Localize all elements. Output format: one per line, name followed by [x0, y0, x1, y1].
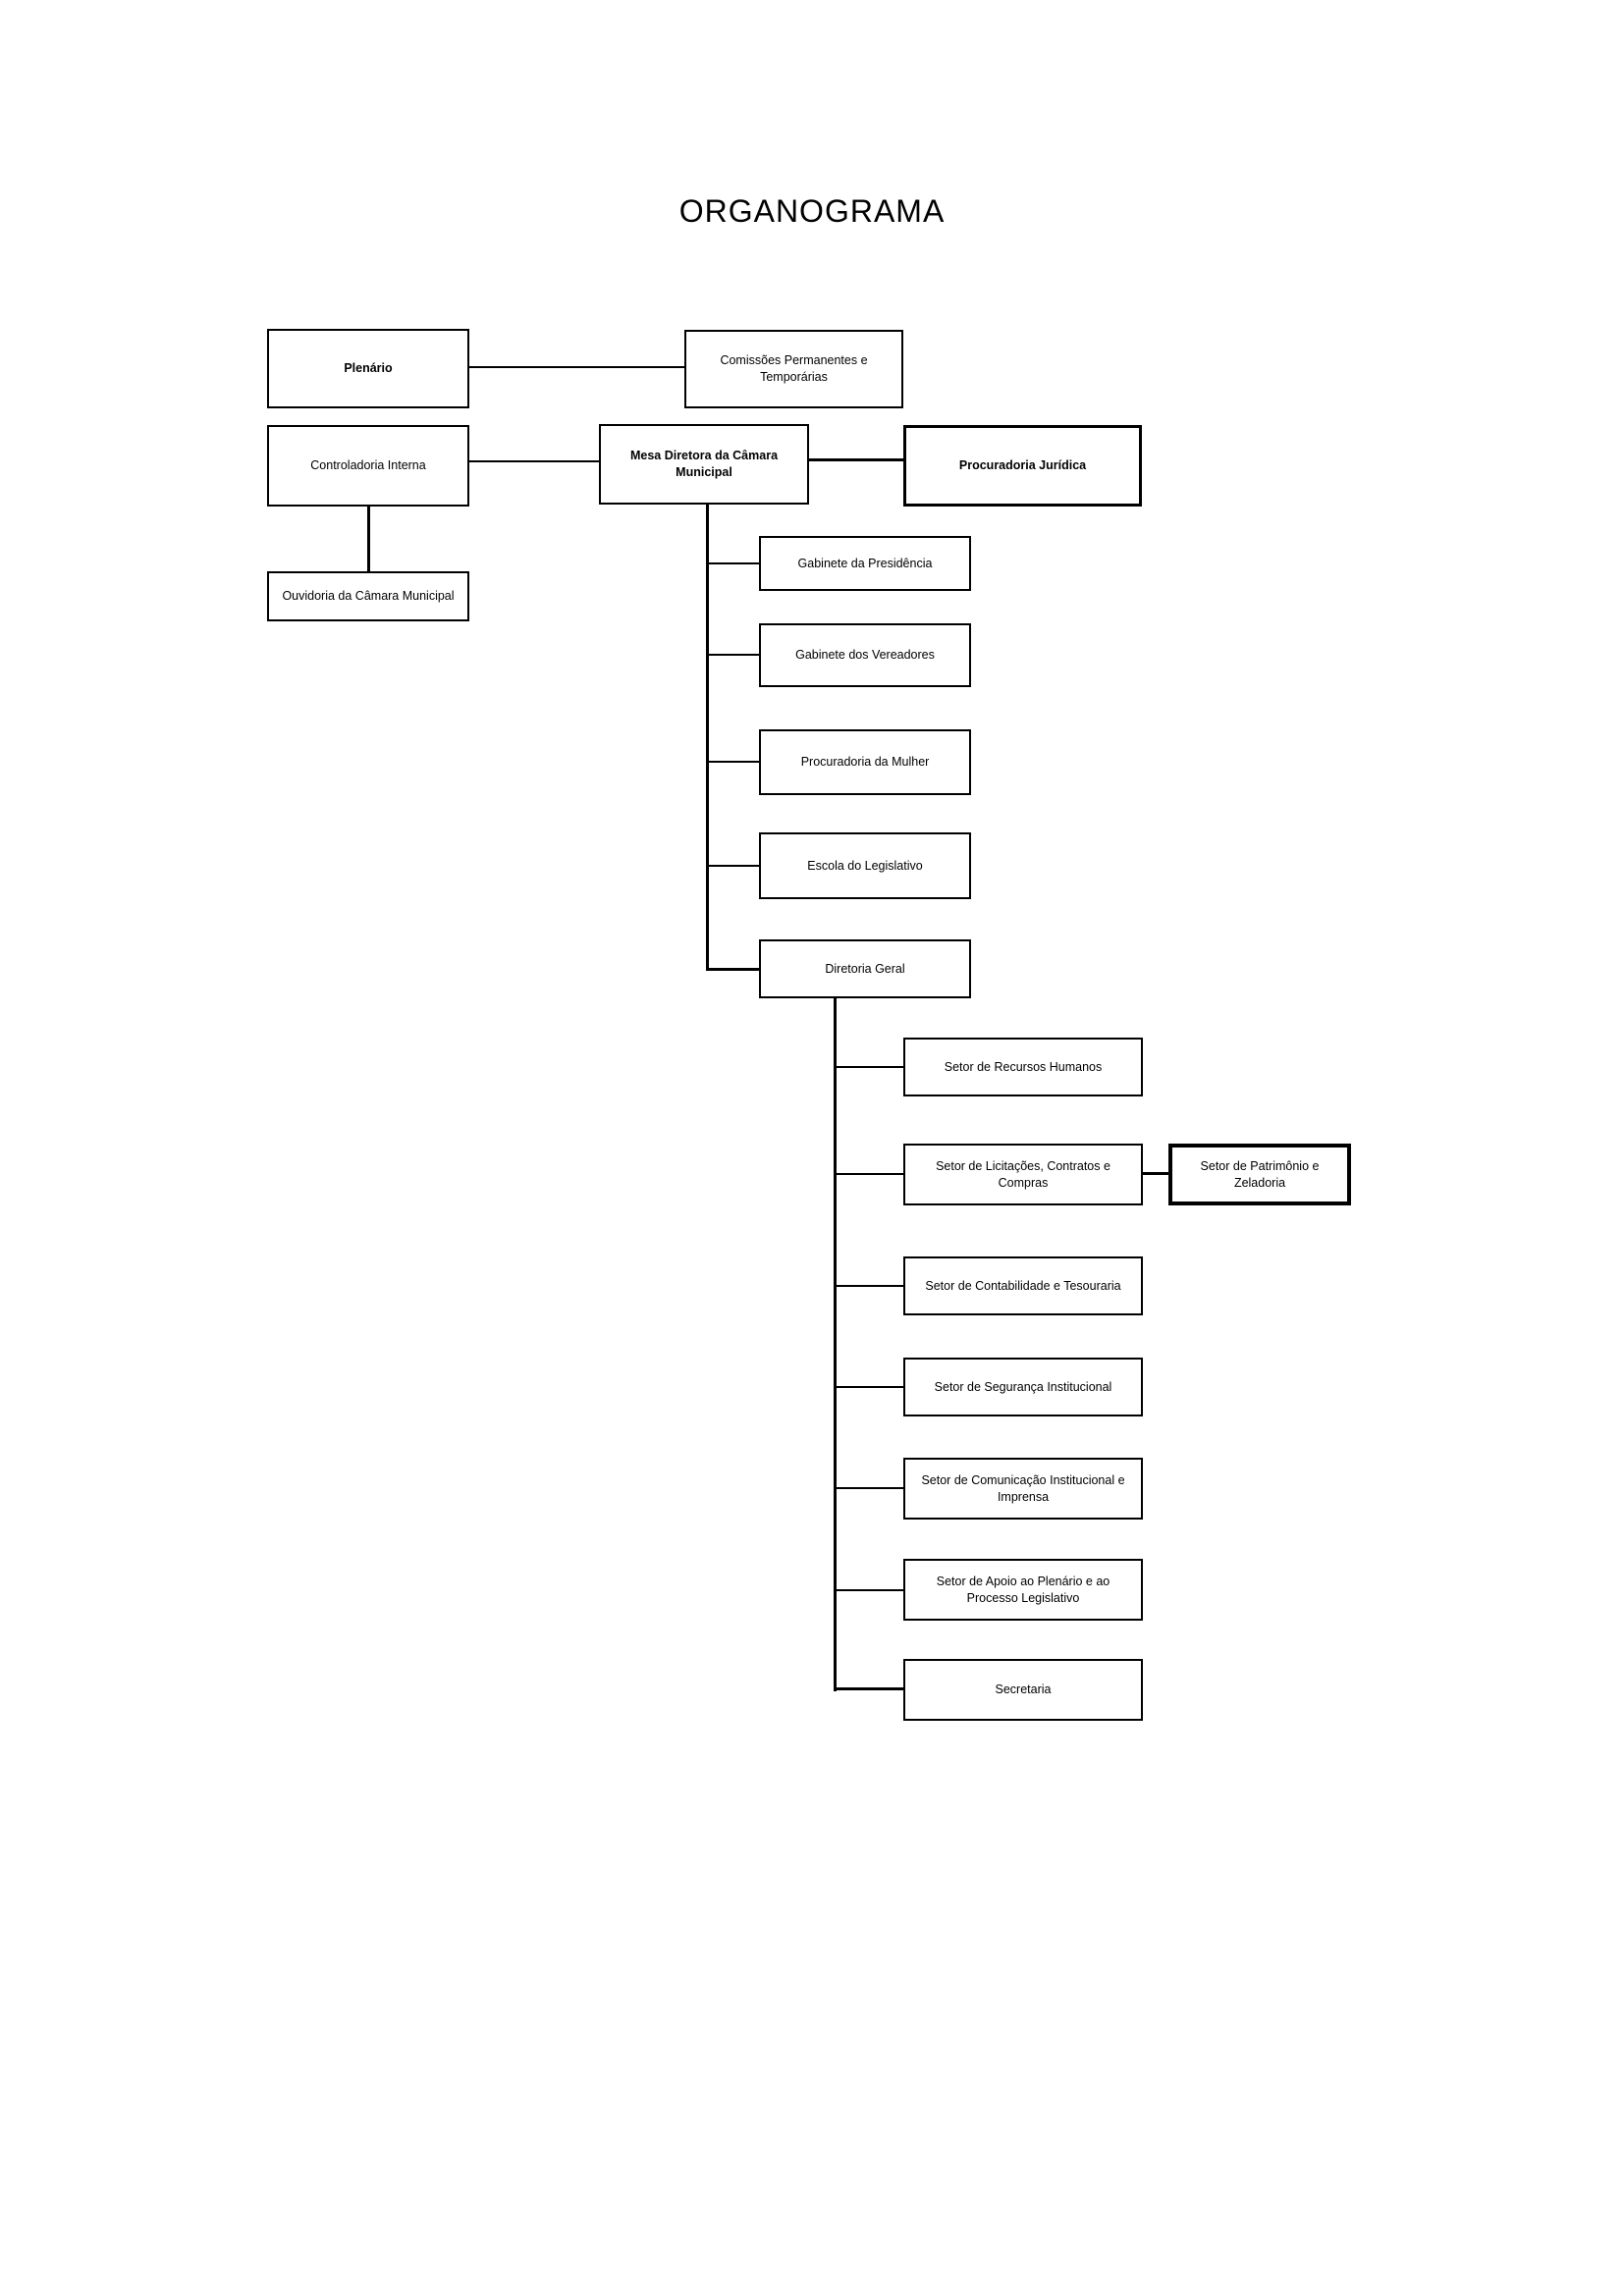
org-node-label: Controladoria Interna	[310, 458, 426, 472]
org-node-label: Setor de Recursos Humanos	[944, 1059, 1103, 1074]
org-node-label: Setor de Segurança Institucional	[934, 1379, 1112, 1394]
connector-plenario-to-comissoes	[469, 366, 684, 368]
org-node-setor-seguranca: Setor de Segurança Institucional	[903, 1358, 1143, 1416]
org-node-setor-patrimonio: Setor de Patrimônio e Zeladoria	[1168, 1144, 1351, 1205]
page-title: ORGANOGRAMA	[678, 193, 946, 229]
connector-controladoria-to-mesa-diretora	[469, 460, 599, 462]
connector-trunk-diretoria-to-setor-licitacoes	[837, 1173, 903, 1175]
org-node-comissoes: Comissões Permanentes e Temporárias	[684, 330, 903, 408]
org-node-label: Setor de Licitações, Contratos e Compras	[936, 1158, 1110, 1190]
connector-trunk-mesa-to-gabinete-vereadores	[709, 654, 759, 656]
connector-trunk-diretoria-to-setor-contabilidade	[837, 1285, 903, 1287]
org-node-label: Comissões Permanentes e Temporárias	[720, 353, 868, 384]
org-node-setor-licitacoes: Setor de Licitações, Contratos e Compras	[903, 1144, 1143, 1205]
org-node-label: Plenário	[344, 361, 393, 375]
org-node-label: Procuradoria Jurídica	[958, 458, 1087, 472]
org-node-label: Escola do Legislativo	[807, 858, 923, 873]
org-node-ouvidoria: Ouvidoria da Câmara Municipal	[267, 571, 469, 621]
org-node-plenario: Plenário	[267, 329, 469, 408]
org-node-label: Ouvidoria da Câmara Municipal	[282, 589, 455, 603]
org-node-mesa-diretora: Mesa Diretora da Câmara Municipal	[599, 424, 809, 505]
org-node-escola-legislativo: Escola do Legislativo	[759, 832, 971, 899]
connector-trunk-mesa-to-gabinete-presidencia	[709, 562, 759, 564]
connector-diretoria-geral-to-trunk-diretoria	[834, 998, 837, 1691]
org-node-secretaria: Secretaria	[903, 1659, 1143, 1721]
connector-trunk-mesa-to-escola-legislativo	[709, 865, 759, 867]
connector-controladoria-to-ouvidoria	[367, 507, 370, 571]
org-node-label: Gabinete dos Vereadores	[795, 648, 935, 662]
org-node-label: Mesa Diretora da Câmara Municipal	[629, 449, 779, 479]
org-node-label: Setor de Contabilidade e Tesouraria	[925, 1278, 1121, 1293]
org-node-label: Secretaria	[995, 1682, 1052, 1696]
org-node-setor-contabilidade: Setor de Contabilidade e Tesouraria	[903, 1256, 1143, 1315]
org-node-setor-rh: Setor de Recursos Humanos	[903, 1038, 1143, 1096]
org-node-diretoria-geral: Diretoria Geral	[759, 939, 971, 998]
org-node-gabinete-presidencia: Gabinete da Presidência	[759, 536, 971, 591]
connector-trunk-diretoria-to-setor-comunicacao	[837, 1487, 903, 1489]
org-node-setor-comunicacao: Setor de Comunicação Institucional e Imp…	[903, 1458, 1143, 1520]
connector-trunk-diretoria-to-setor-apoio	[837, 1589, 903, 1591]
org-node-controladoria: Controladoria Interna	[267, 425, 469, 507]
connector-trunk-diretoria-to-secretaria	[834, 1687, 903, 1690]
org-node-setor-apoio: Setor de Apoio ao Plenário e ao Processo…	[903, 1559, 1143, 1621]
org-node-label: Setor de Apoio ao Plenário e ao Processo…	[936, 1574, 1110, 1605]
org-node-label: Setor de Comunicação Institucional e Imp…	[921, 1472, 1125, 1504]
org-node-label: Diretoria Geral	[825, 961, 905, 976]
connector-trunk-mesa-to-procuradoria-mulher	[709, 761, 759, 763]
connector-mesa-diretora-to-trunk-mesa	[706, 505, 709, 971]
org-node-label: Setor de Patrimônio e Zeladoria	[1200, 1158, 1320, 1190]
org-node-label: Gabinete da Presidência	[797, 556, 933, 570]
connector-setor-licitacoes-to-setor-patrimonio	[1143, 1172, 1168, 1175]
connector-mesa-diretora-to-procuradoria-juridica	[809, 458, 903, 461]
connector-trunk-mesa-to-diretoria-geral	[706, 968, 759, 971]
connector-trunk-diretoria-to-setor-rh	[837, 1066, 903, 1068]
org-node-procuradoria-juridica: Procuradoria Jurídica	[903, 425, 1142, 507]
org-node-gabinete-vereadores: Gabinete dos Vereadores	[759, 623, 971, 687]
org-node-procuradoria-mulher: Procuradoria da Mulher	[759, 729, 971, 795]
connector-trunk-diretoria-to-setor-seguranca	[837, 1386, 903, 1388]
org-node-label: Procuradoria da Mulher	[800, 755, 930, 769]
